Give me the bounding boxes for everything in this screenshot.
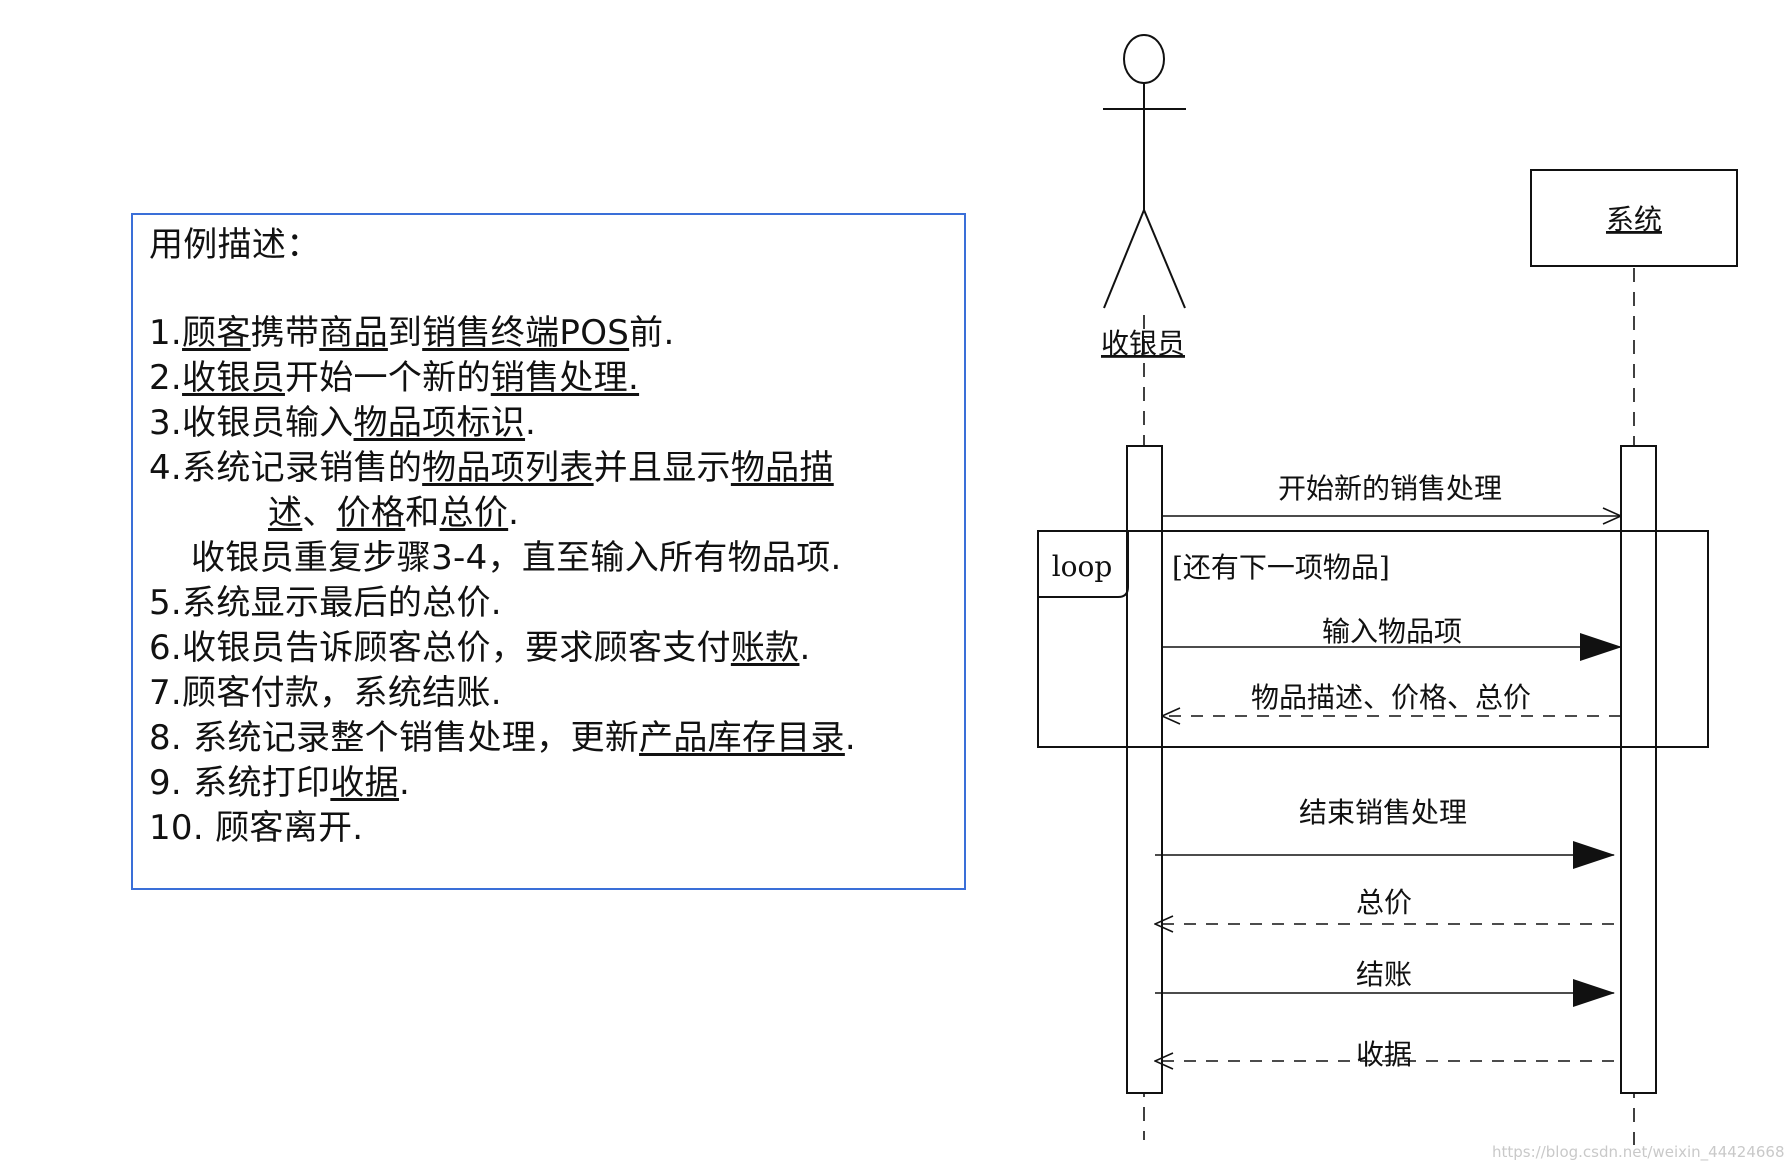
use-case-text-segment: 9. 系统打印: [149, 763, 331, 803]
use-case-step-1: 1.顾客携带商品到销售终端POS前.: [149, 313, 675, 353]
message-label-item-info: 物品描述、价格、总价: [1251, 681, 1531, 714]
use-case-text-segment: 收银员重复步骤3-4，直至输入所有物品项.: [191, 538, 842, 578]
use-case-text-segment: 顾客: [182, 313, 251, 353]
use-case-text-segment: 10. 顾客离开.: [149, 808, 364, 848]
use-case-text-segment: 账款: [730, 628, 800, 668]
use-case-text-segment: 物品项标识: [353, 403, 526, 443]
use-case-panel: 用例描述： 1.顾客携带商品到销售终端POS前. 2.收银员开始一个新的销售处理…: [131, 213, 966, 890]
system-activation-bar: [1620, 445, 1657, 1094]
message-label-receipt: 收据: [1356, 1038, 1412, 1071]
use-case-text-segment: .: [508, 493, 520, 533]
use-case-text-segment: .: [844, 718, 856, 758]
actor-activation-bar: [1126, 445, 1163, 1094]
message-label-checkout: 结账: [1356, 958, 1412, 991]
use-case-text-segment: 并且显示: [593, 448, 731, 488]
use-case-step-9: 9. 系统打印收据.: [149, 763, 410, 803]
loop-fragment: [1037, 530, 1709, 748]
use-case-text-segment: 1.: [149, 313, 183, 353]
system-object-box: [1530, 169, 1738, 267]
use-case-text-segment: 8. 系统记录整个销售处理，更新: [149, 718, 640, 758]
use-case-text-segment: 4.系统记录销售的: [149, 448, 423, 488]
use-case-text-segment: .: [799, 628, 811, 668]
use-case-text-segment: 开始一个新的: [284, 358, 491, 398]
use-case-text-segment: 商品: [319, 313, 388, 353]
use-case-text-segment: .: [398, 763, 411, 803]
loop-label-tab: [1038, 531, 1129, 598]
watermark: https://blog.csdn.net/weixin_44424668: [1492, 1143, 1785, 1161]
use-case-text-segment: .: [525, 403, 537, 443]
use-case-title: 用例描述：: [149, 225, 321, 265]
use-case-repeat-note: 收银员重复步骤3-4，直至输入所有物品项.: [191, 538, 842, 578]
loop-guard: [还有下一项物品]: [1172, 551, 1390, 584]
use-case-text-segment: 述: [268, 493, 303, 533]
use-case-text-segment: 2.: [149, 358, 183, 398]
use-case-text-segment: 3.收银员输入: [149, 403, 354, 443]
actor-stick-figure-icon: [1103, 34, 1186, 309]
use-case-step-5: 5.系统显示最后的总价.: [149, 583, 502, 623]
use-case-text-segment: 收银员: [182, 358, 285, 398]
use-case-step-2: 2.收银员开始一个新的销售处理.: [149, 358, 639, 398]
use-case-text-segment: 销售处理.: [490, 358, 640, 398]
use-case-step-10: 10. 顾客离开.: [149, 808, 363, 848]
use-case-text-segment: 6.收银员告诉顾客总价，要求顾客支付: [149, 628, 731, 668]
message-label-start-sale: 开始新的销售处理: [1278, 472, 1502, 505]
use-case-text-segment: 物品项列表: [422, 448, 594, 488]
use-case-text-segment: 物品描: [730, 448, 834, 488]
use-case-step-3: 3.收银员输入物品项标识.: [149, 403, 536, 443]
message-label-total: 总价: [1356, 886, 1412, 919]
use-case-text-segment: 价格: [336, 493, 406, 533]
use-case-text-segment: 和: [405, 493, 440, 533]
use-case-text-segment: 收据: [330, 763, 399, 803]
use-case-step-6: 6.收银员告诉顾客总价，要求顾客支付账款.: [149, 628, 811, 668]
actor-label: 收银员: [1101, 327, 1185, 360]
use-case-step-4-cont: 述、价格和总价.: [268, 493, 519, 533]
loop-label: loop: [1052, 550, 1113, 583]
use-case-step-4: 4.系统记录销售的物品项列表并且显示物品描: [149, 448, 834, 488]
use-case-text-segment: 前.: [629, 313, 675, 353]
use-case-text-segment: 携带: [250, 313, 320, 353]
use-case-text-segment: 销售终端POS: [422, 313, 630, 353]
use-case-text-segment: 5.系统显示最后的总价.: [149, 583, 502, 623]
message-label-enter-item: 输入物品项: [1322, 615, 1462, 648]
use-case-step-8: 8. 系统记录整个销售处理，更新产品库存目录.: [149, 718, 856, 758]
use-case-text-segment: 产品库存目录: [639, 718, 845, 758]
message-label-end-sale: 结束销售处理: [1299, 796, 1467, 829]
use-case-text-segment: 7.顾客付款，系统结账.: [149, 673, 502, 713]
use-case-text-segment: 总价: [439, 493, 509, 533]
use-case-step-7: 7.顾客付款，系统结账.: [149, 673, 502, 713]
use-case-text-segment: 到: [387, 313, 423, 353]
system-label: 系统: [1606, 203, 1662, 236]
use-case-text-segment: 、: [302, 493, 337, 533]
